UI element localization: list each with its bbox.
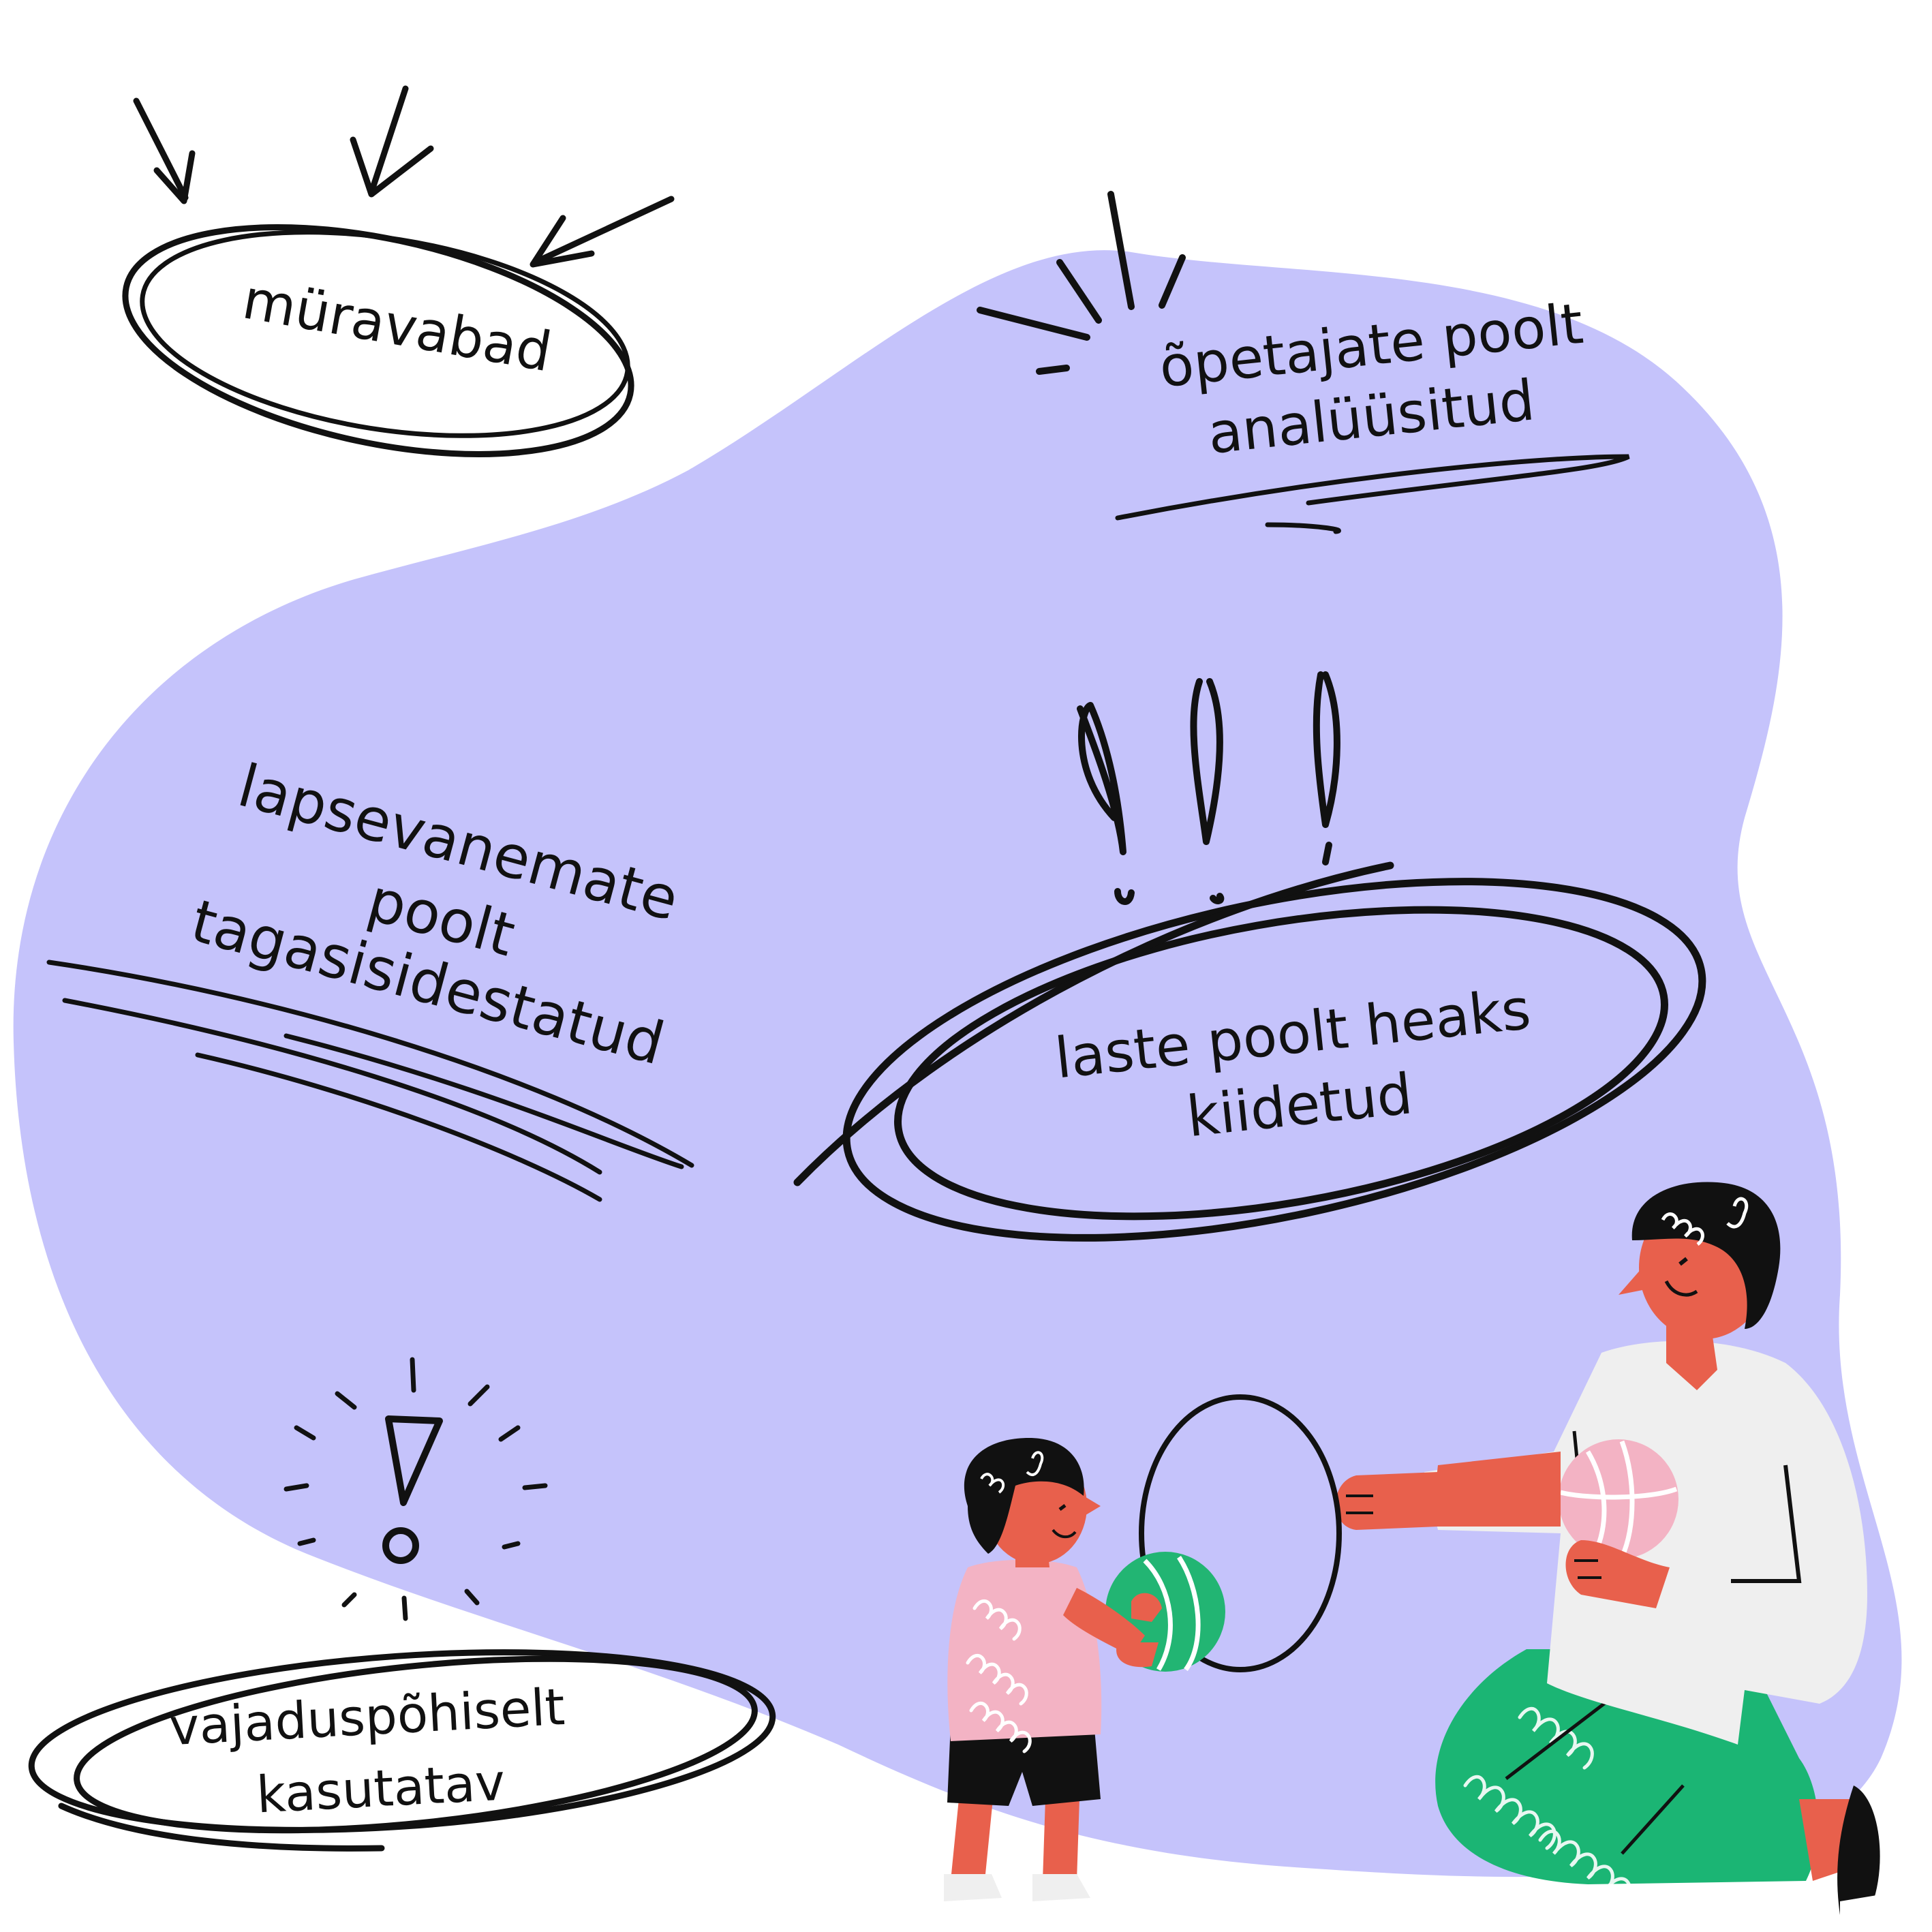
exclamation-icon (1313, 671, 1340, 865)
adult-figure (1336, 1182, 1884, 1918)
child-shoe (1032, 1874, 1090, 1901)
noise-free-group (122, 85, 675, 457)
child-shoe (944, 1874, 1002, 1901)
exclamation-icon (1077, 702, 1135, 905)
underline-scribble (1115, 454, 1630, 534)
adult-shoe (1837, 1785, 1880, 1915)
hoop (1139, 1394, 1342, 1672)
scribble-ellipse-group (793, 861, 1706, 1242)
child-hair (964, 1438, 1084, 1554)
scribble-ellipse-group (28, 1649, 776, 1852)
arrow-icon (350, 85, 434, 198)
lavender-blob (13, 250, 1902, 1877)
underline-scribble (46, 960, 694, 1202)
burst-lines-icon (977, 191, 1186, 375)
needs-label-line1: vajaduspõhiselt (168, 1678, 566, 1757)
arrow-icon (530, 196, 675, 268)
burst-lines-icon (283, 1357, 548, 1621)
noise-free-label: müravabad (238, 267, 556, 384)
child-figure (944, 1438, 1225, 1901)
child-shirt (947, 1559, 1102, 1741)
scribble-ellipse (140, 230, 630, 438)
needs-label-line2: kasutatav (255, 1753, 506, 1825)
child-shorts (947, 1721, 1101, 1806)
arrow-icon (133, 97, 196, 204)
exclamation-icon (382, 1415, 443, 1564)
exclamation-icon (1190, 678, 1225, 904)
